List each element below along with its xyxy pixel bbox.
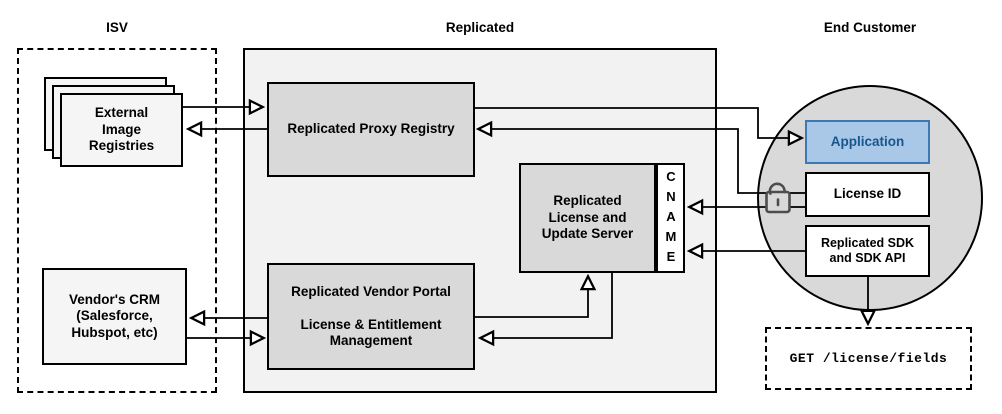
external-image-registries-node: External Image Registries — [60, 93, 183, 167]
replicated-section-label: Replicated — [445, 19, 515, 35]
application-node: Application — [805, 120, 930, 164]
replicated-proxy-registry-node: Replicated Proxy Registry — [267, 82, 475, 177]
replicated-vendor-portal-node: Replicated Vendor Portal License & Entit… — [267, 263, 475, 370]
replicated-sdk-node: Replicated SDK and SDK API — [805, 225, 930, 277]
license-id-node: License ID — [805, 172, 930, 217]
cname-strip: CNAME — [656, 163, 685, 273]
vendors-crm-node: Vendor's CRM (Salesforce, Hubspot, etc) — [42, 268, 187, 365]
get-license-fields-node: GET /license/fields — [765, 327, 972, 390]
isv-section-label: ISV — [106, 19, 128, 35]
replicated-license-update-server-node: Replicated License and Update Server — [519, 163, 656, 273]
end-customer-section-label: End Customer — [823, 19, 917, 35]
isv-container — [17, 48, 217, 393]
